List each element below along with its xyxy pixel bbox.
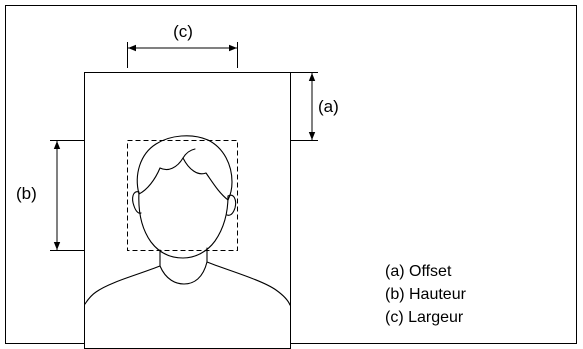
person-silhouette xyxy=(84,135,291,306)
collar xyxy=(159,261,208,285)
legend: (a) Offset (b) Hauteur (c) Largeur xyxy=(385,263,467,326)
left-ear xyxy=(132,191,142,214)
height-dimension xyxy=(50,140,84,251)
left-shoulder xyxy=(84,265,161,305)
width-label: (c) xyxy=(173,22,193,41)
right-ear xyxy=(226,194,237,216)
height-label: (b) xyxy=(16,184,37,203)
width-dimension xyxy=(127,42,238,68)
offset-label: (a) xyxy=(318,97,339,116)
hair-outer xyxy=(136,135,233,201)
offset-dimension xyxy=(291,72,318,141)
photo-frame xyxy=(84,72,291,349)
face-outline xyxy=(138,191,229,259)
detection-box xyxy=(127,140,238,251)
hair-parting xyxy=(182,148,196,159)
legend-item-offset: (a) Offset xyxy=(385,263,452,280)
legend-item-height: (b) Hauteur xyxy=(385,286,467,303)
right-shoulder xyxy=(206,261,291,306)
legend-item-width: (c) Largeur xyxy=(385,309,464,326)
